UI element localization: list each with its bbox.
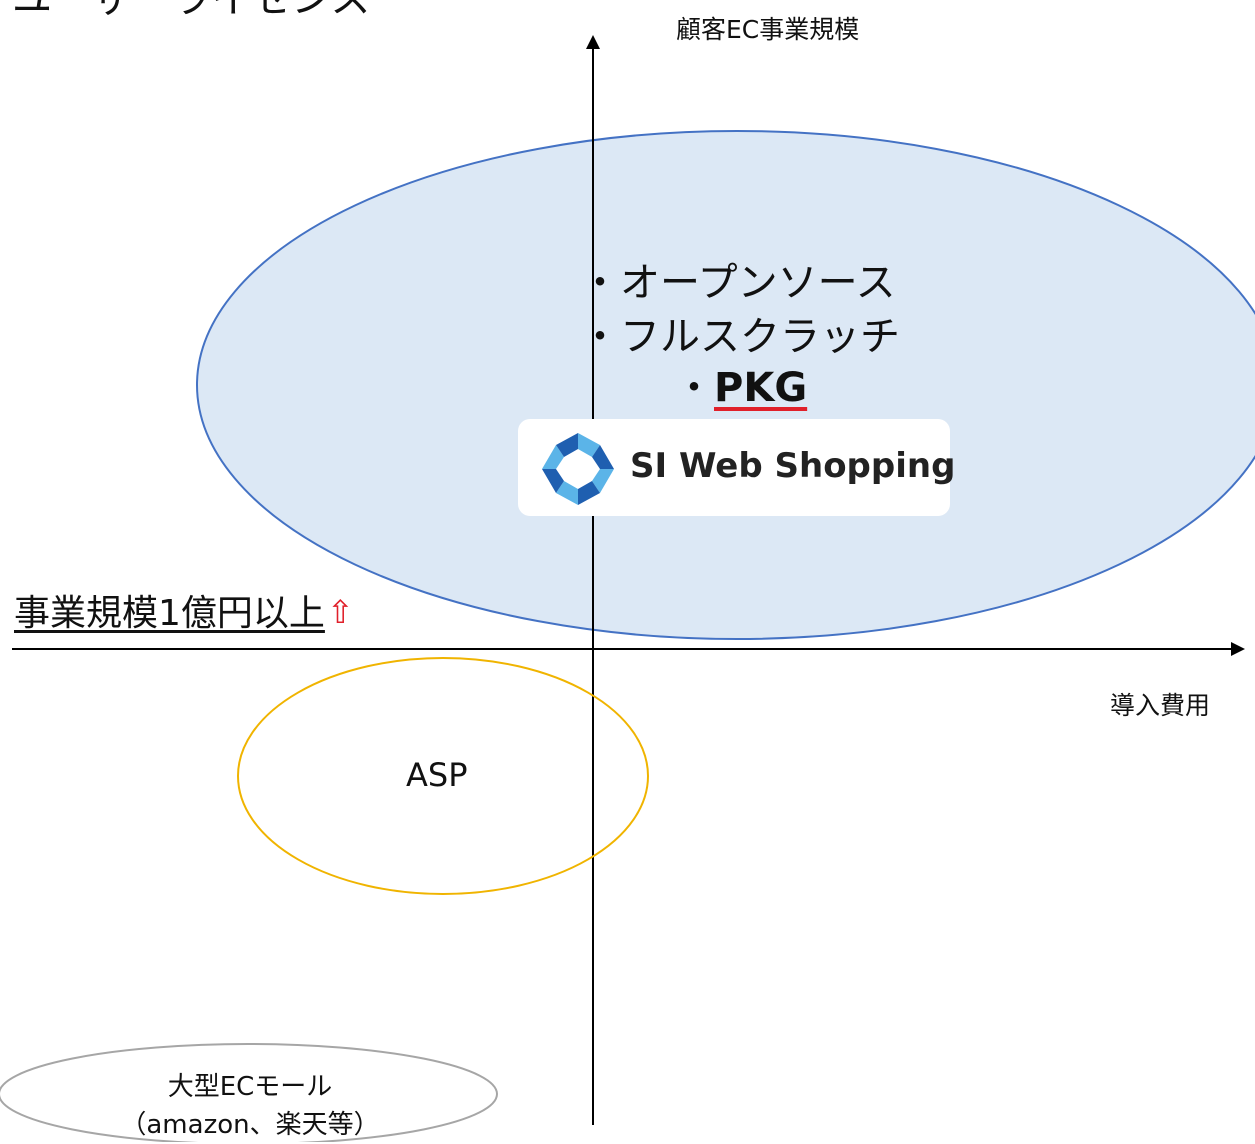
- pkg-label: PKG: [714, 365, 808, 411]
- logo-name: SI Web Shopping: [630, 446, 956, 486]
- x-axis-label: 導入費用: [1110, 691, 1211, 720]
- mall-label-line1: 大型ECモール: [167, 1072, 333, 1102]
- threshold-label: 事業規模1億円以上⇧: [14, 584, 354, 636]
- x-axis-arrowhead: [1231, 642, 1245, 656]
- mall-ellipse: [0, 1043, 498, 1142]
- logo-mark-icon: [542, 433, 614, 505]
- y-axis-arrowhead: [586, 35, 600, 49]
- asp-ellipse: [237, 657, 649, 895]
- up-arrow-icon: ⇧: [326, 593, 354, 631]
- mall-label-line2: （amazon、楽天等）: [120, 1110, 380, 1140]
- pkg-bullet: ・: [674, 365, 714, 411]
- si-web-shopping-logo: SI Web Shopping: [518, 419, 955, 516]
- segment-item-pkg: ・PKG: [674, 359, 807, 417]
- cropped-heading: ユーザーライセンス: [12, 0, 370, 24]
- asp-label: ASP: [406, 756, 468, 794]
- y-axis-label: 顧客EC事業規模: [676, 15, 860, 44]
- segment-item-full-scratch: ・フルスクラッチ: [580, 314, 900, 360]
- segment-item-open-source: ・オープンソース: [580, 260, 896, 306]
- mall-label: 大型ECモール （amazon、楽天等）: [100, 1068, 400, 1144]
- large-segment-ellipse: [196, 130, 1255, 640]
- threshold-text: 事業規模1億円以上: [14, 593, 325, 634]
